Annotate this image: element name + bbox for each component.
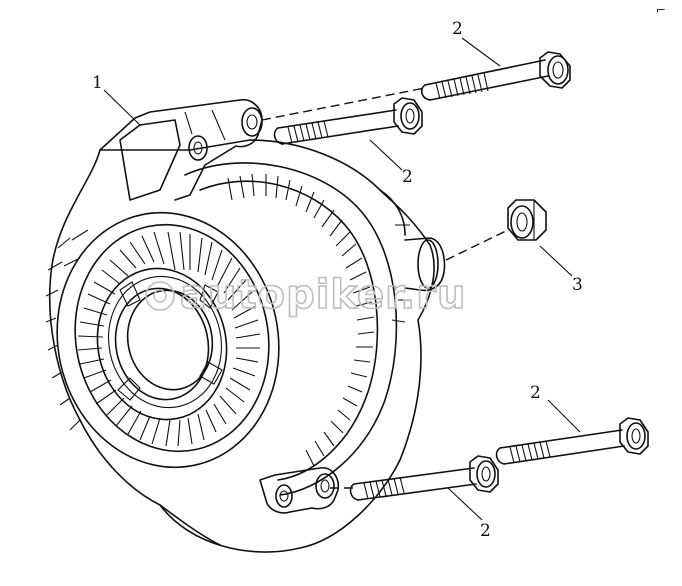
watermark-logo-icon [145,281,175,311]
bolt-upper-right [420,51,571,101]
housing-fins [45,229,89,431]
upper-mounting-ear [99,98,263,201]
assembly-lines [261,87,509,489]
rear-boss [379,189,446,323]
callout-2-top: 2 [452,19,463,39]
fan-blades [77,231,261,447]
alternator-assembly [45,98,446,553]
rear-housing-ring [184,162,398,496]
nut-item-3 [507,199,547,241]
watermark: autopiker.ru [145,271,467,319]
callout-2-middle: 2 [402,167,413,187]
bolt-lower-right [495,417,649,465]
leader-lines [103,37,581,521]
callout-3: 3 [572,275,583,295]
corner-mark: ⌐ [656,3,666,17]
lower-mounting-ear [159,467,340,546]
bolt-lower-middle [349,455,499,501]
callout-2-bottom: 2 [480,521,491,541]
front-fan [56,211,280,469]
bolt-upper-middle [273,97,423,145]
watermark-text: autopiker.ru [180,272,467,318]
callout-2-lower-right: 2 [530,383,541,403]
callout-1: 1 [92,73,103,93]
